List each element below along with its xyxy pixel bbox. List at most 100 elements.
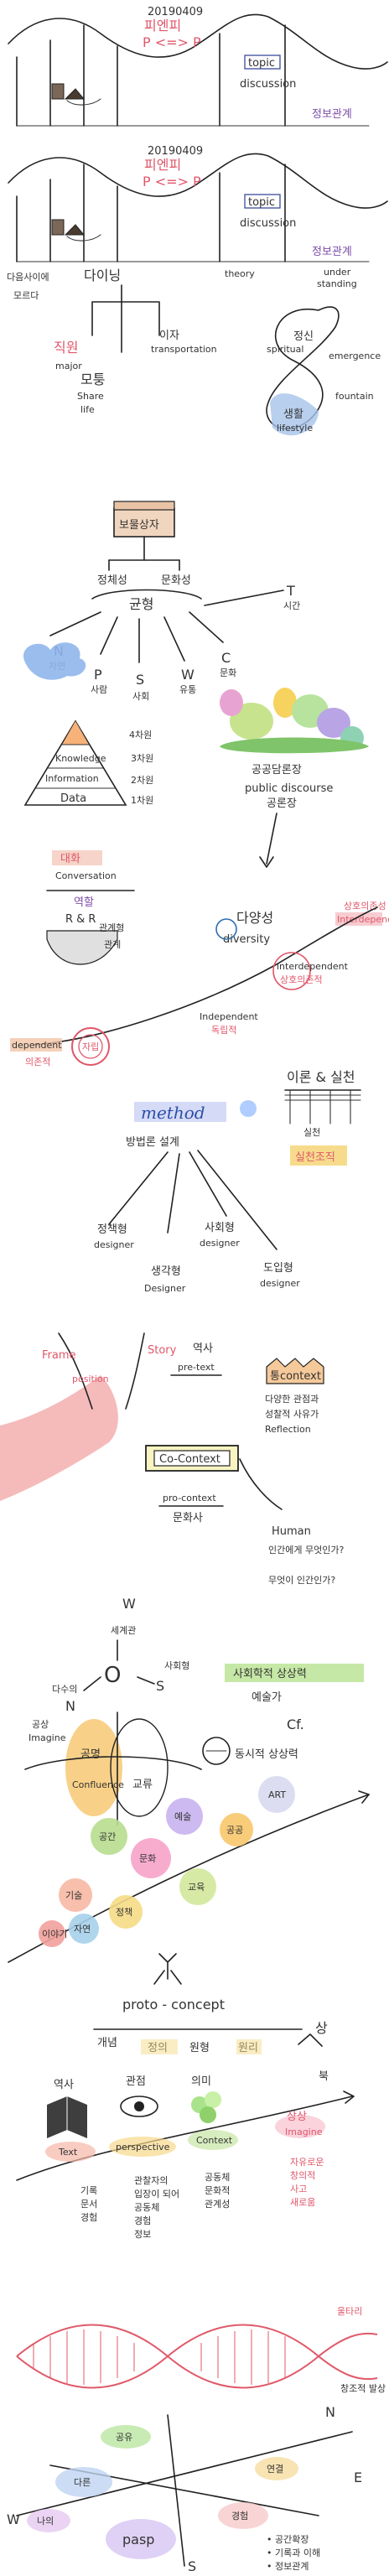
panel1-discussion: discussion	[240, 78, 296, 91]
method-intro-en: designer	[260, 1278, 300, 1289]
dialogue-interdependent: interdependent	[277, 961, 349, 972]
method-plan-en: designer	[94, 1239, 134, 1250]
dialogue-diversity-kr: 다양성	[236, 910, 273, 926]
chest-left: 정체성	[97, 574, 127, 587]
chest-label: 보물상자	[119, 519, 159, 532]
pyramid-tier3: 3차원	[131, 753, 153, 764]
context-reflection-3: Reflection	[265, 1424, 311, 1435]
final-s: S	[188, 2558, 196, 2574]
panel2-title-kr: 피엔피	[144, 157, 181, 173]
chest-right: 문화성	[161, 574, 191, 587]
tree-section: 직원 major 모퉁 Share life 이자 transportation…	[54, 284, 381, 436]
compass2-mirror: 동시적 상상력	[235, 1748, 298, 1761]
panel2-theory: theory	[225, 268, 255, 279]
panel2-left-label-1: 다음사이에	[7, 272, 49, 283]
pyramid-section: Knowledge Information Data 4차원 3차원 2차원 1…	[23, 642, 369, 868]
tree-left-life: life	[80, 404, 95, 415]
final-right: 연결	[267, 2464, 283, 2475]
tree-right-top: 이자	[159, 330, 179, 342]
panel-2: 20190409 피엔피 P <=> P topic discussion 정보…	[7, 145, 388, 301]
compass1-s: S	[136, 672, 144, 688]
proto-imag-notes-4: 새로움	[290, 2197, 315, 2208]
dialogue-rr: R & R	[65, 913, 96, 926]
final-top: 공유	[116, 2432, 132, 2443]
panel1-right-label: 정보관계	[312, 108, 352, 121]
tree-left-bottom-en: Share	[77, 391, 104, 402]
proto-insight: 관점	[126, 2075, 146, 2088]
context-question-2: 무엇이 인간인가?	[268, 1575, 335, 1586]
tree-left-en: major	[55, 361, 82, 371]
dialogue-title-kr: 대화	[60, 853, 80, 865]
bubble-0: 공간	[99, 1831, 116, 1842]
method-grid-label: 실천	[303, 1126, 320, 1138]
bubble-4: 교육	[188, 1882, 205, 1893]
public-en: public discourse	[245, 782, 333, 795]
proto-pers-notes-5: 정보	[134, 2229, 151, 2240]
panel2-discussion: discussion	[240, 217, 296, 230]
final-bullet-1: • 기록과 이해	[267, 2547, 320, 2558]
compass1-p-sub: 사람	[91, 684, 107, 695]
compass2-banner: 사회학적 상상력	[233, 1668, 307, 1680]
compass1-center: 균형	[129, 596, 153, 612]
final-bullet-0: • 공간확장	[267, 2534, 309, 2545]
public-sub: 공론장	[267, 797, 297, 810]
context-section: Frame Story position 역사 pre-text Co-Cont…	[0, 1332, 344, 1586]
bubble-2: 예술	[174, 1811, 191, 1822]
final-bottom: 경험	[231, 2511, 248, 2521]
compass2-s-label: 사회형	[164, 1660, 189, 1671]
method-plan: 정책형	[97, 1223, 127, 1236]
final-center: pasp	[122, 2532, 154, 2547]
compass2-w: W	[122, 1596, 136, 1612]
bubble-8: ART	[268, 1789, 286, 1800]
final-bullet-2: • 정보관계	[267, 2561, 309, 2572]
tree-spirit-kr: 정신	[293, 330, 314, 343]
proto-imag-notes-3: 사고	[290, 2184, 307, 2194]
bubble-9: 이야기	[42, 1929, 67, 1940]
dialogue-title-en: Conversation	[55, 870, 117, 881]
method-section: method 방법론 설계 이론 & 실천 실천 실천조직 정책형 design…	[94, 1069, 361, 1294]
method-intro: 도입형	[263, 1262, 293, 1275]
bubble-1: 문화	[139, 1853, 156, 1864]
tree-emergence: emergence	[329, 351, 381, 361]
context-pre-text: pre-text	[178, 1362, 215, 1373]
context-co-context: Co-Context	[159, 1453, 220, 1466]
final-left: 나의	[37, 2516, 54, 2527]
compass1-w: W	[181, 667, 194, 683]
panel2-dining: 다이닝	[84, 267, 121, 283]
proto-pers-notes-3: 공동체	[134, 2202, 159, 2213]
compass2-w-sub: 세계관	[111, 1625, 136, 1636]
bubble-5: 기술	[65, 1890, 82, 1901]
compass1-c: C	[221, 650, 231, 666]
compass2-cf: Cf.	[287, 1716, 304, 1732]
compass1-p: P	[94, 667, 102, 683]
proto-meaning: 의미	[191, 2075, 211, 2088]
dialogue-dependent: dependent	[12, 1040, 62, 1051]
proto-section: proto - concept 개념 정의 원형 원리 상 역사 관점 의미 북…	[16, 1953, 355, 2240]
proto-imag-notes-1: 자유로운	[290, 2157, 324, 2168]
final-mid: 다른	[74, 2477, 91, 2488]
proto-pers-notes-4: 경험	[134, 2215, 151, 2226]
compass1-section: 균형 N 자연 P 사람 S 사회 W 유통 C 문화 T 시간	[49, 583, 300, 702]
dialogue-diversity-en: diversity	[223, 933, 270, 946]
panel1-title-en: P <=> P	[143, 34, 201, 50]
final-w: W	[7, 2511, 20, 2527]
method-social: 사회형	[205, 1222, 235, 1234]
panel2-date: 20190409	[148, 145, 203, 158]
compass2-imagination: 공상	[32, 1719, 49, 1730]
proto-left: 개념	[97, 2037, 117, 2049]
proto-mid2: 원형	[189, 2042, 210, 2054]
context-human: Human	[272, 1525, 311, 1538]
dialogue-relation2: 관계	[104, 939, 121, 950]
compass2-imagine: Imagine	[29, 1732, 66, 1743]
method-social-en: designer	[200, 1238, 240, 1249]
proto-imagine-kr: 상상	[287, 2111, 307, 2123]
dialogue-relation: 관계형	[99, 922, 124, 933]
panel2-topic: topic	[248, 196, 275, 209]
tree-right-en: transportation	[151, 344, 217, 355]
proto-pers-notes-1: 관찰자의	[134, 2175, 168, 2186]
method-thinking-en: Designer	[144, 1283, 186, 1294]
proto-north: 북	[319, 2070, 329, 2083]
panel2-left-label-2: 모르다	[13, 290, 39, 301]
proto-right: 상	[315, 2020, 328, 2036]
compass1-s-sub: 사회	[132, 691, 149, 702]
